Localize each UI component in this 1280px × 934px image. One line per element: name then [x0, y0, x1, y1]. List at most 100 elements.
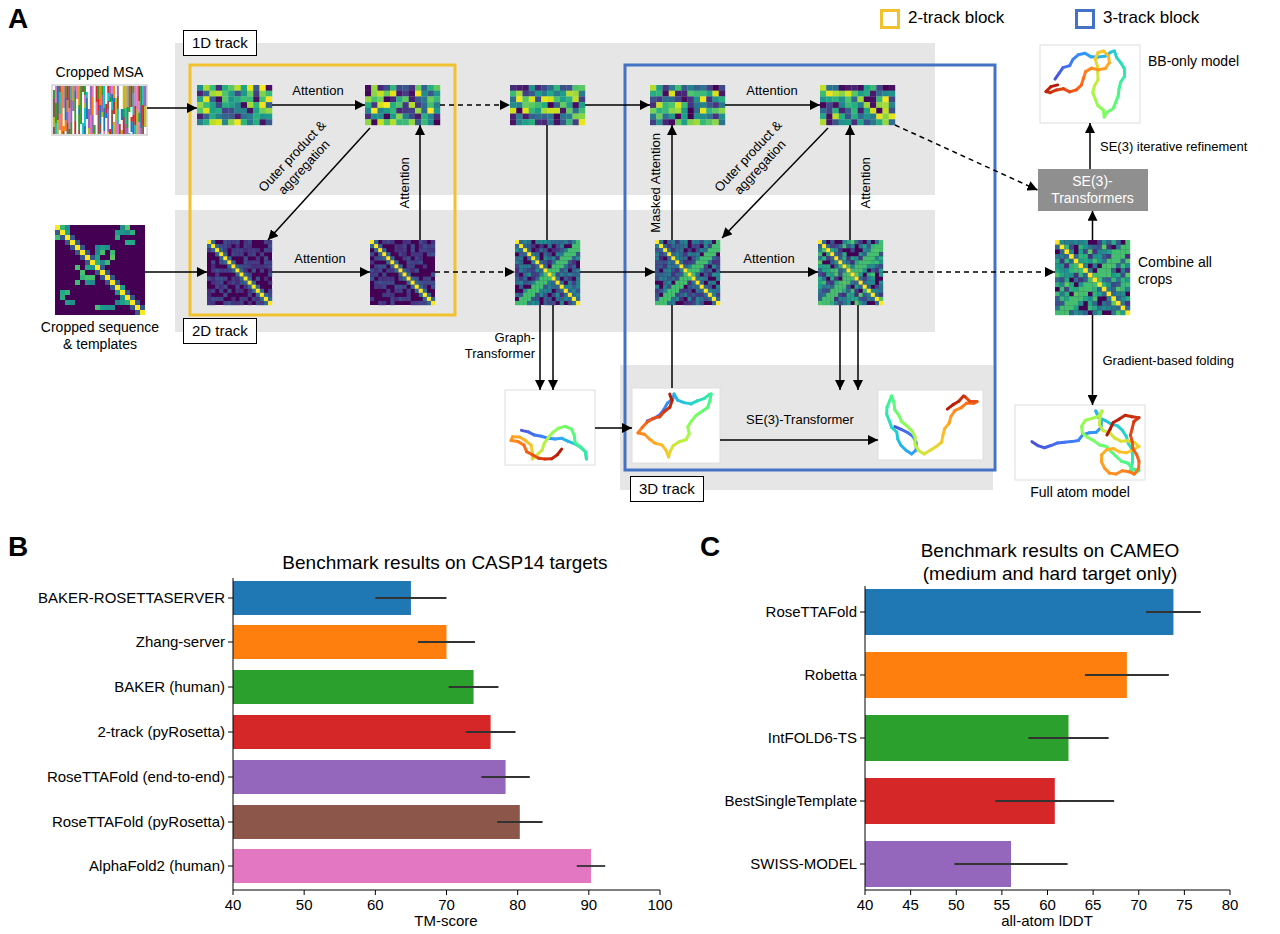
pair-cell — [1088, 249, 1093, 254]
pair-cell — [543, 285, 547, 289]
pair-cell — [423, 293, 427, 297]
pair-cell — [1074, 268, 1079, 273]
pair-cell — [415, 289, 419, 293]
msa-feature-cell — [566, 119, 572, 125]
pair-cell — [834, 260, 838, 264]
pair-cell — [667, 248, 671, 252]
pair-cell — [568, 281, 572, 285]
msa-feature-cell — [396, 108, 402, 114]
pair-cell — [818, 297, 822, 301]
msa-feature-cell — [650, 114, 656, 120]
msa-feature-cell — [384, 102, 390, 108]
msa-feature-cell — [365, 96, 371, 102]
pair-cell — [655, 273, 659, 277]
template-cell — [75, 240, 80, 245]
template-cell — [90, 280, 95, 285]
msa-feature-cell — [839, 85, 845, 91]
pair-cell — [822, 277, 826, 281]
pair-cell — [244, 281, 248, 285]
msa-column — [67, 112, 69, 123]
pair-cell — [1093, 310, 1098, 315]
msa-feature-cell — [371, 85, 377, 91]
pair-cell — [659, 252, 663, 256]
msa-column — [138, 105, 140, 113]
pair-cell — [219, 260, 223, 264]
msa-feature-cell — [579, 96, 585, 102]
pair-cell — [1083, 282, 1088, 287]
msa-feature-cell — [253, 119, 259, 125]
pair-cell — [378, 268, 382, 272]
msa-feature-cell — [266, 85, 272, 91]
pair-cell — [560, 297, 564, 301]
pair-cell — [716, 260, 720, 264]
pair-cell — [663, 260, 667, 264]
pair-cell — [264, 248, 268, 252]
pair-cell — [415, 260, 419, 264]
pair-cell — [235, 240, 239, 244]
msa-column — [127, 107, 129, 128]
pair-cell — [1060, 254, 1065, 259]
msa-column — [80, 103, 82, 124]
pair-cell — [240, 273, 244, 277]
msa-column — [115, 86, 117, 98]
pair-cell — [846, 301, 850, 305]
pair-cell — [264, 264, 268, 268]
pair-cell — [564, 297, 568, 301]
msa-column — [136, 109, 138, 124]
msa-column — [55, 123, 57, 134]
msa-column — [111, 101, 113, 110]
msa-feature-cell — [197, 85, 203, 91]
pair-cell — [700, 248, 704, 252]
pair-cell — [403, 285, 407, 289]
pair-cell — [867, 293, 871, 297]
pair-cell — [700, 240, 704, 244]
pair-cell — [1121, 254, 1126, 259]
pair-cell — [539, 273, 543, 277]
msa-feature-cell — [719, 96, 725, 102]
pair-cell — [560, 281, 564, 285]
pair-cell — [834, 301, 838, 305]
pair-cell — [842, 264, 846, 268]
msa-column — [111, 125, 113, 134]
msa-feature-cell — [706, 108, 712, 114]
msa-feature-cell — [510, 119, 516, 125]
pair-cell — [411, 260, 415, 264]
msa-feature-cell — [253, 102, 259, 108]
pair-cell — [374, 281, 378, 285]
pair-cell — [671, 285, 675, 289]
msa-column — [117, 109, 119, 124]
msa-column — [70, 122, 72, 134]
msa-column — [101, 117, 103, 134]
pair-cell — [838, 281, 842, 285]
msa-column — [138, 122, 140, 134]
pair-cell — [667, 285, 671, 289]
pair-cell — [1116, 273, 1121, 278]
msa-feature-cell — [826, 91, 832, 97]
pair-cell — [207, 248, 211, 252]
pair-cell — [231, 301, 235, 305]
pair-cell — [1060, 282, 1065, 287]
pair-cell — [419, 293, 423, 297]
msa-feature-cell — [833, 91, 839, 97]
template-map — [55, 225, 145, 315]
pair-cell — [1055, 282, 1060, 287]
msa-feature-cell — [510, 85, 516, 91]
template-cell — [135, 310, 140, 315]
pair-cell — [838, 297, 842, 301]
pair-feature-map — [370, 240, 435, 305]
pair-cell — [675, 248, 679, 252]
pair-cell — [398, 285, 402, 289]
pair-cell — [572, 289, 576, 293]
msa-feature-cell — [566, 85, 572, 91]
template-cell — [55, 225, 60, 230]
msa-feature-cell — [529, 108, 535, 114]
pair-cell — [415, 281, 419, 285]
msa-column — [107, 86, 109, 93]
msa-feature-cell — [197, 119, 203, 125]
msa-feature-cell — [260, 108, 266, 114]
pair-cell — [268, 268, 272, 272]
msa-feature-cell — [700, 108, 706, 114]
msa-feature-cell — [573, 119, 579, 125]
pair-cell — [256, 285, 260, 289]
pair-cell — [875, 297, 879, 301]
